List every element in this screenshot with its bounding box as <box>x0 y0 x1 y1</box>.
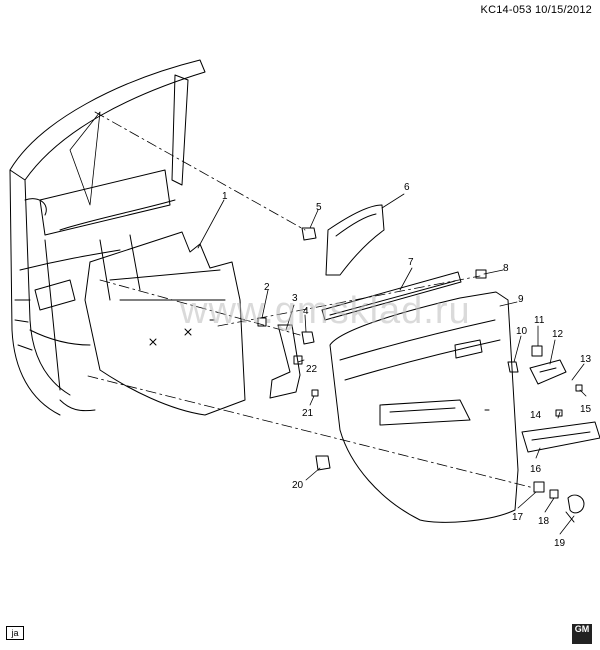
watermark: www.gmsklad.ru <box>180 290 471 332</box>
diagram-code: KC14-053 10/15/2012 <box>481 4 592 16</box>
callout-3: 3 <box>292 293 298 304</box>
callout-7: 7 <box>408 257 414 268</box>
callout-18: 18 <box>538 516 550 527</box>
diagram-code-id: KC14-053 <box>480 4 532 16</box>
belt-molding-strip <box>321 271 462 321</box>
callout-15: 15 <box>580 404 592 415</box>
callout-16: 16 <box>530 464 542 475</box>
armrest-pull-cup <box>521 421 600 453</box>
door-frame <box>9 59 206 416</box>
callout-9: 9 <box>518 294 524 305</box>
callout-6: 6 <box>404 182 410 193</box>
window-trim-panel <box>325 204 385 276</box>
door-trim-panel <box>329 291 519 523</box>
callout-10: 10 <box>516 326 528 337</box>
callout-2: 2 <box>264 282 270 293</box>
fastener-cap <box>565 494 585 523</box>
leader-lines <box>197 193 587 535</box>
diagram-date: 10/15/2012 <box>534 4 592 16</box>
callout-11: 11 <box>534 315 545 326</box>
callout-17: 17 <box>512 512 524 523</box>
gm-logo-text: GM <box>574 624 590 634</box>
callout-22: 22 <box>306 364 318 375</box>
callout-1: 1 <box>222 191 228 202</box>
gm-logo: GM <box>572 624 592 644</box>
armrest-bracket <box>269 324 301 399</box>
callout-14: 14 <box>530 410 542 421</box>
inside-door-handle <box>529 359 567 385</box>
callout-20: 20 <box>292 480 304 491</box>
callout-19: 19 <box>554 538 566 549</box>
callout-5: 5 <box>316 202 322 213</box>
callout-12: 12 <box>552 329 564 340</box>
callout-8: 8 <box>503 263 509 274</box>
callout-4: 4 <box>303 306 309 317</box>
fasteners <box>257 227 583 499</box>
callout-13: 13 <box>580 354 592 365</box>
corner-tag: ja <box>6 626 24 640</box>
callout-21: 21 <box>302 408 314 419</box>
